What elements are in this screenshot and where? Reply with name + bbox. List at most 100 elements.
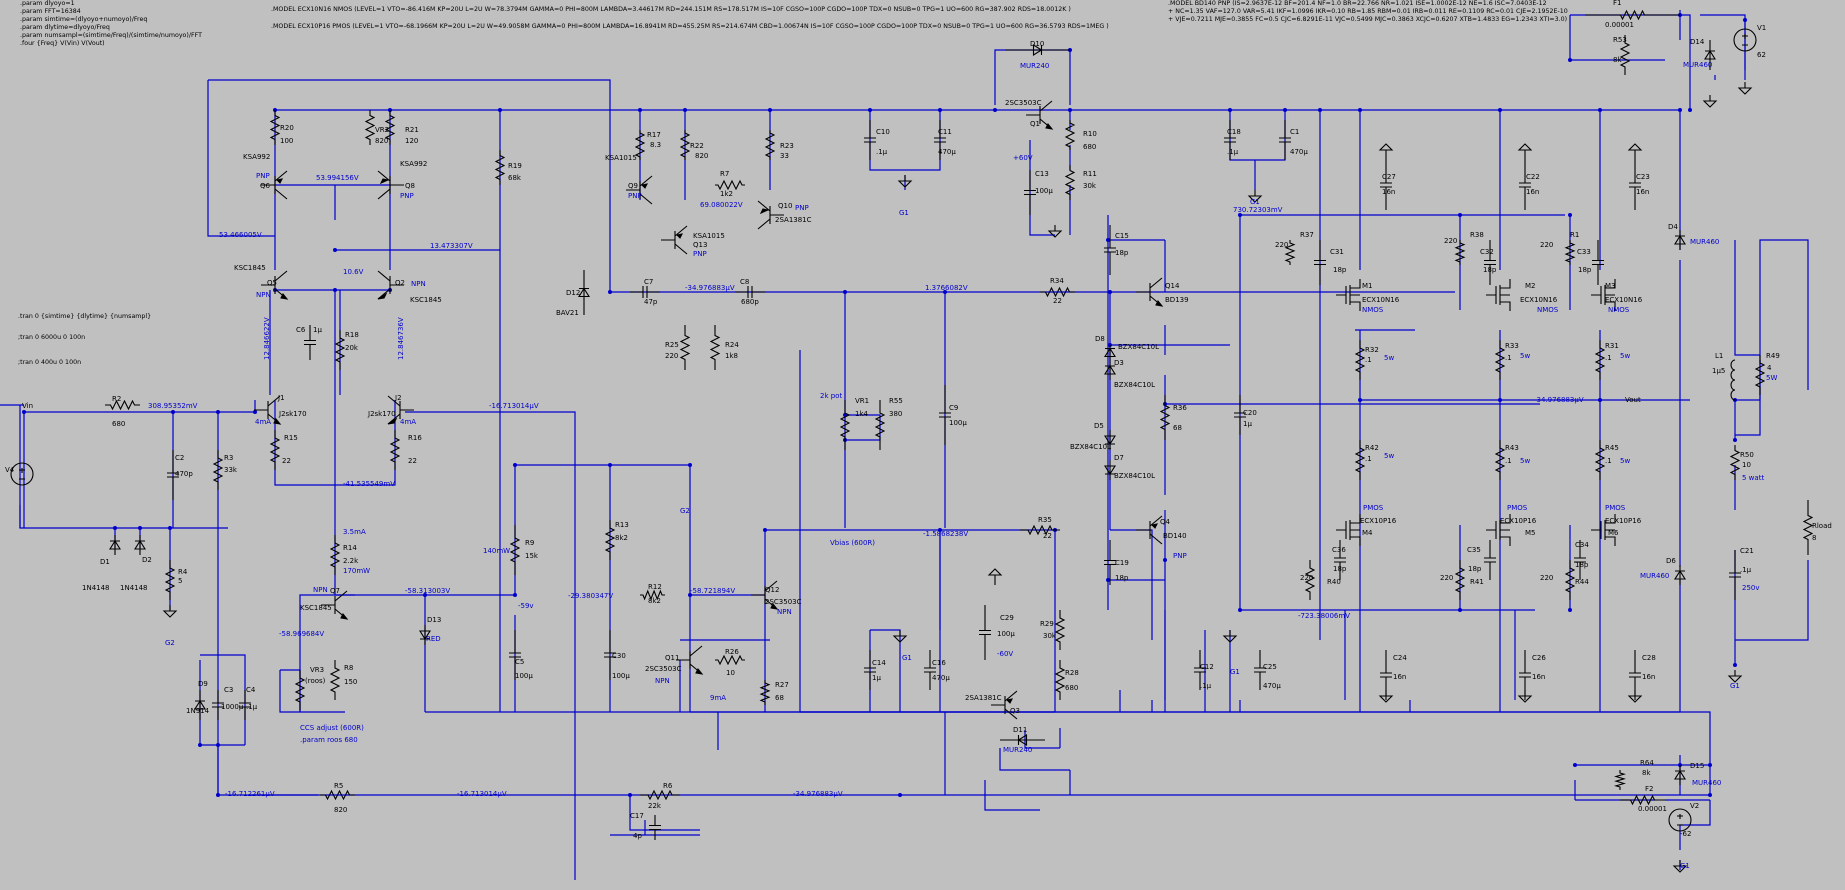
junction-dot (1733, 663, 1737, 667)
resistor-R16 (389, 430, 401, 470)
resistor-R43 (1494, 440, 1506, 480)
junction-dot (1573, 763, 1577, 767)
label-R24: R24 (725, 341, 739, 349)
jfet-J2 (387, 395, 414, 425)
junction-dot (168, 526, 172, 530)
label-M4: M4 (1362, 529, 1373, 537)
voltage-source-V1 (1733, 28, 1757, 52)
junction-dot (898, 793, 902, 797)
resistor-R15 (269, 430, 281, 470)
resistor-R1 (1564, 240, 1576, 265)
transistor-Q1 (1026, 100, 1053, 130)
transistor-Q13 (675, 233, 683, 239)
label-C23v: 16n (1636, 188, 1649, 196)
label-C17v: 4p (633, 832, 642, 840)
transistor-Q12 (751, 580, 778, 610)
label-R41: R41 (1470, 578, 1484, 586)
label-C36v: 18p (1333, 565, 1347, 573)
label-C34v: 18p (1575, 561, 1589, 569)
transistor-Q10 (759, 208, 770, 215)
label-J1m: J2sk170 (278, 410, 307, 418)
label-R4v: 5 (178, 577, 182, 585)
junction-dot (216, 410, 220, 414)
label-J2m: J2sk170 (367, 410, 396, 418)
label-V2v: -62 (1680, 830, 1691, 838)
spice-param-directive: .param dlytime=dlyoyo/Freq (20, 24, 110, 31)
label-R1a: 220 (1540, 241, 1553, 249)
junction-dot (628, 793, 632, 797)
label-C5v: 100µ (515, 672, 533, 680)
resistor-R36 (1159, 395, 1171, 440)
label-R9: R9 (525, 539, 534, 547)
junction-dot (938, 528, 942, 532)
junction-dot (138, 526, 142, 530)
label-C6: C6 (296, 326, 306, 334)
ground-symbol (1378, 690, 1394, 703)
label-R32v: .1 (1365, 356, 1372, 364)
transistor-Q8 (379, 178, 390, 185)
resistor-R9 (509, 525, 521, 575)
label-R27v: 68 (775, 694, 784, 702)
capacitor-C12 (1194, 650, 1206, 690)
transistor-Q14 (1136, 277, 1163, 307)
label-C20: C20 (1243, 409, 1257, 417)
label-D12: D12 (566, 289, 580, 297)
node-voltage-n2: 69.080022V (700, 201, 743, 209)
label-M1t: NMOS (1362, 306, 1384, 314)
label-Q13m: KSA1015 (693, 232, 725, 240)
wire (629, 795, 700, 831)
label-C21: C21 (1740, 547, 1754, 555)
resistor-R21 (384, 110, 396, 145)
junction-dot (1106, 578, 1110, 582)
label-L1: L1 (1715, 352, 1723, 360)
junction-dot (688, 463, 692, 467)
label-R33: R33 (1505, 342, 1519, 350)
label-Q5m: KSC1845 (234, 264, 266, 272)
label-F1v: 0.00001 (1605, 21, 1634, 29)
resistor-R35 (1020, 524, 1060, 536)
label-Q10t: PNP (795, 204, 809, 212)
capacitor-C30 (604, 630, 616, 680)
junction-dot (1106, 238, 1110, 242)
label-R40a: 220 (1300, 574, 1313, 582)
junction-dot (1498, 398, 1502, 402)
label-V1v: 62 (1757, 51, 1766, 59)
ground-symbol (1627, 143, 1643, 160)
label-R2: R2 (112, 395, 121, 403)
label-R18v: 20k (345, 344, 359, 352)
label-R55: R55 (889, 397, 903, 405)
resistor-R2 (105, 399, 140, 411)
wire (335, 110, 501, 251)
label-R28v: 680 (1065, 684, 1078, 692)
label-VR1p: 2k pot (820, 392, 842, 400)
resistor-R49 (1754, 355, 1766, 395)
node-voltage-n5: 10.6V (343, 268, 364, 276)
label-C28: C28 (1642, 654, 1656, 662)
label-F1: F1 (1613, 0, 1621, 7)
capacitor-C19 (1104, 540, 1116, 585)
label-R21v: 120 (405, 137, 418, 145)
label-R44: R44 (1575, 578, 1589, 586)
label-Q9: Q9 (628, 182, 638, 190)
node-voltage-n26: -34.976883µV (793, 790, 843, 798)
label-Q3: Q3 (1010, 707, 1020, 715)
label-M3t: NMOS (1608, 306, 1630, 314)
label-i35: 3.5mA (343, 528, 366, 536)
label-M1: M1 (1362, 282, 1373, 290)
label-D15: D15 (1690, 762, 1704, 770)
potentiometer-VR1 (839, 400, 851, 450)
diode-D4 (1674, 234, 1686, 245)
ground-symbol (987, 568, 1003, 585)
voltage-source-V2 (1677, 814, 1683, 826)
label-VR3v: (roos) (305, 677, 326, 685)
label-C29: C29 (1000, 614, 1014, 622)
label-Q7: Q7 (330, 587, 340, 595)
resistor-R5 (320, 789, 355, 801)
transistor-Q11 (676, 645, 703, 675)
transistor-Q5 (280, 292, 289, 300)
label-Rload: Rload (1812, 522, 1832, 530)
label-C20v: 1µ (1243, 420, 1252, 428)
label-R15: R15 (284, 434, 298, 442)
label-Q4m: BD140 (1163, 532, 1187, 540)
